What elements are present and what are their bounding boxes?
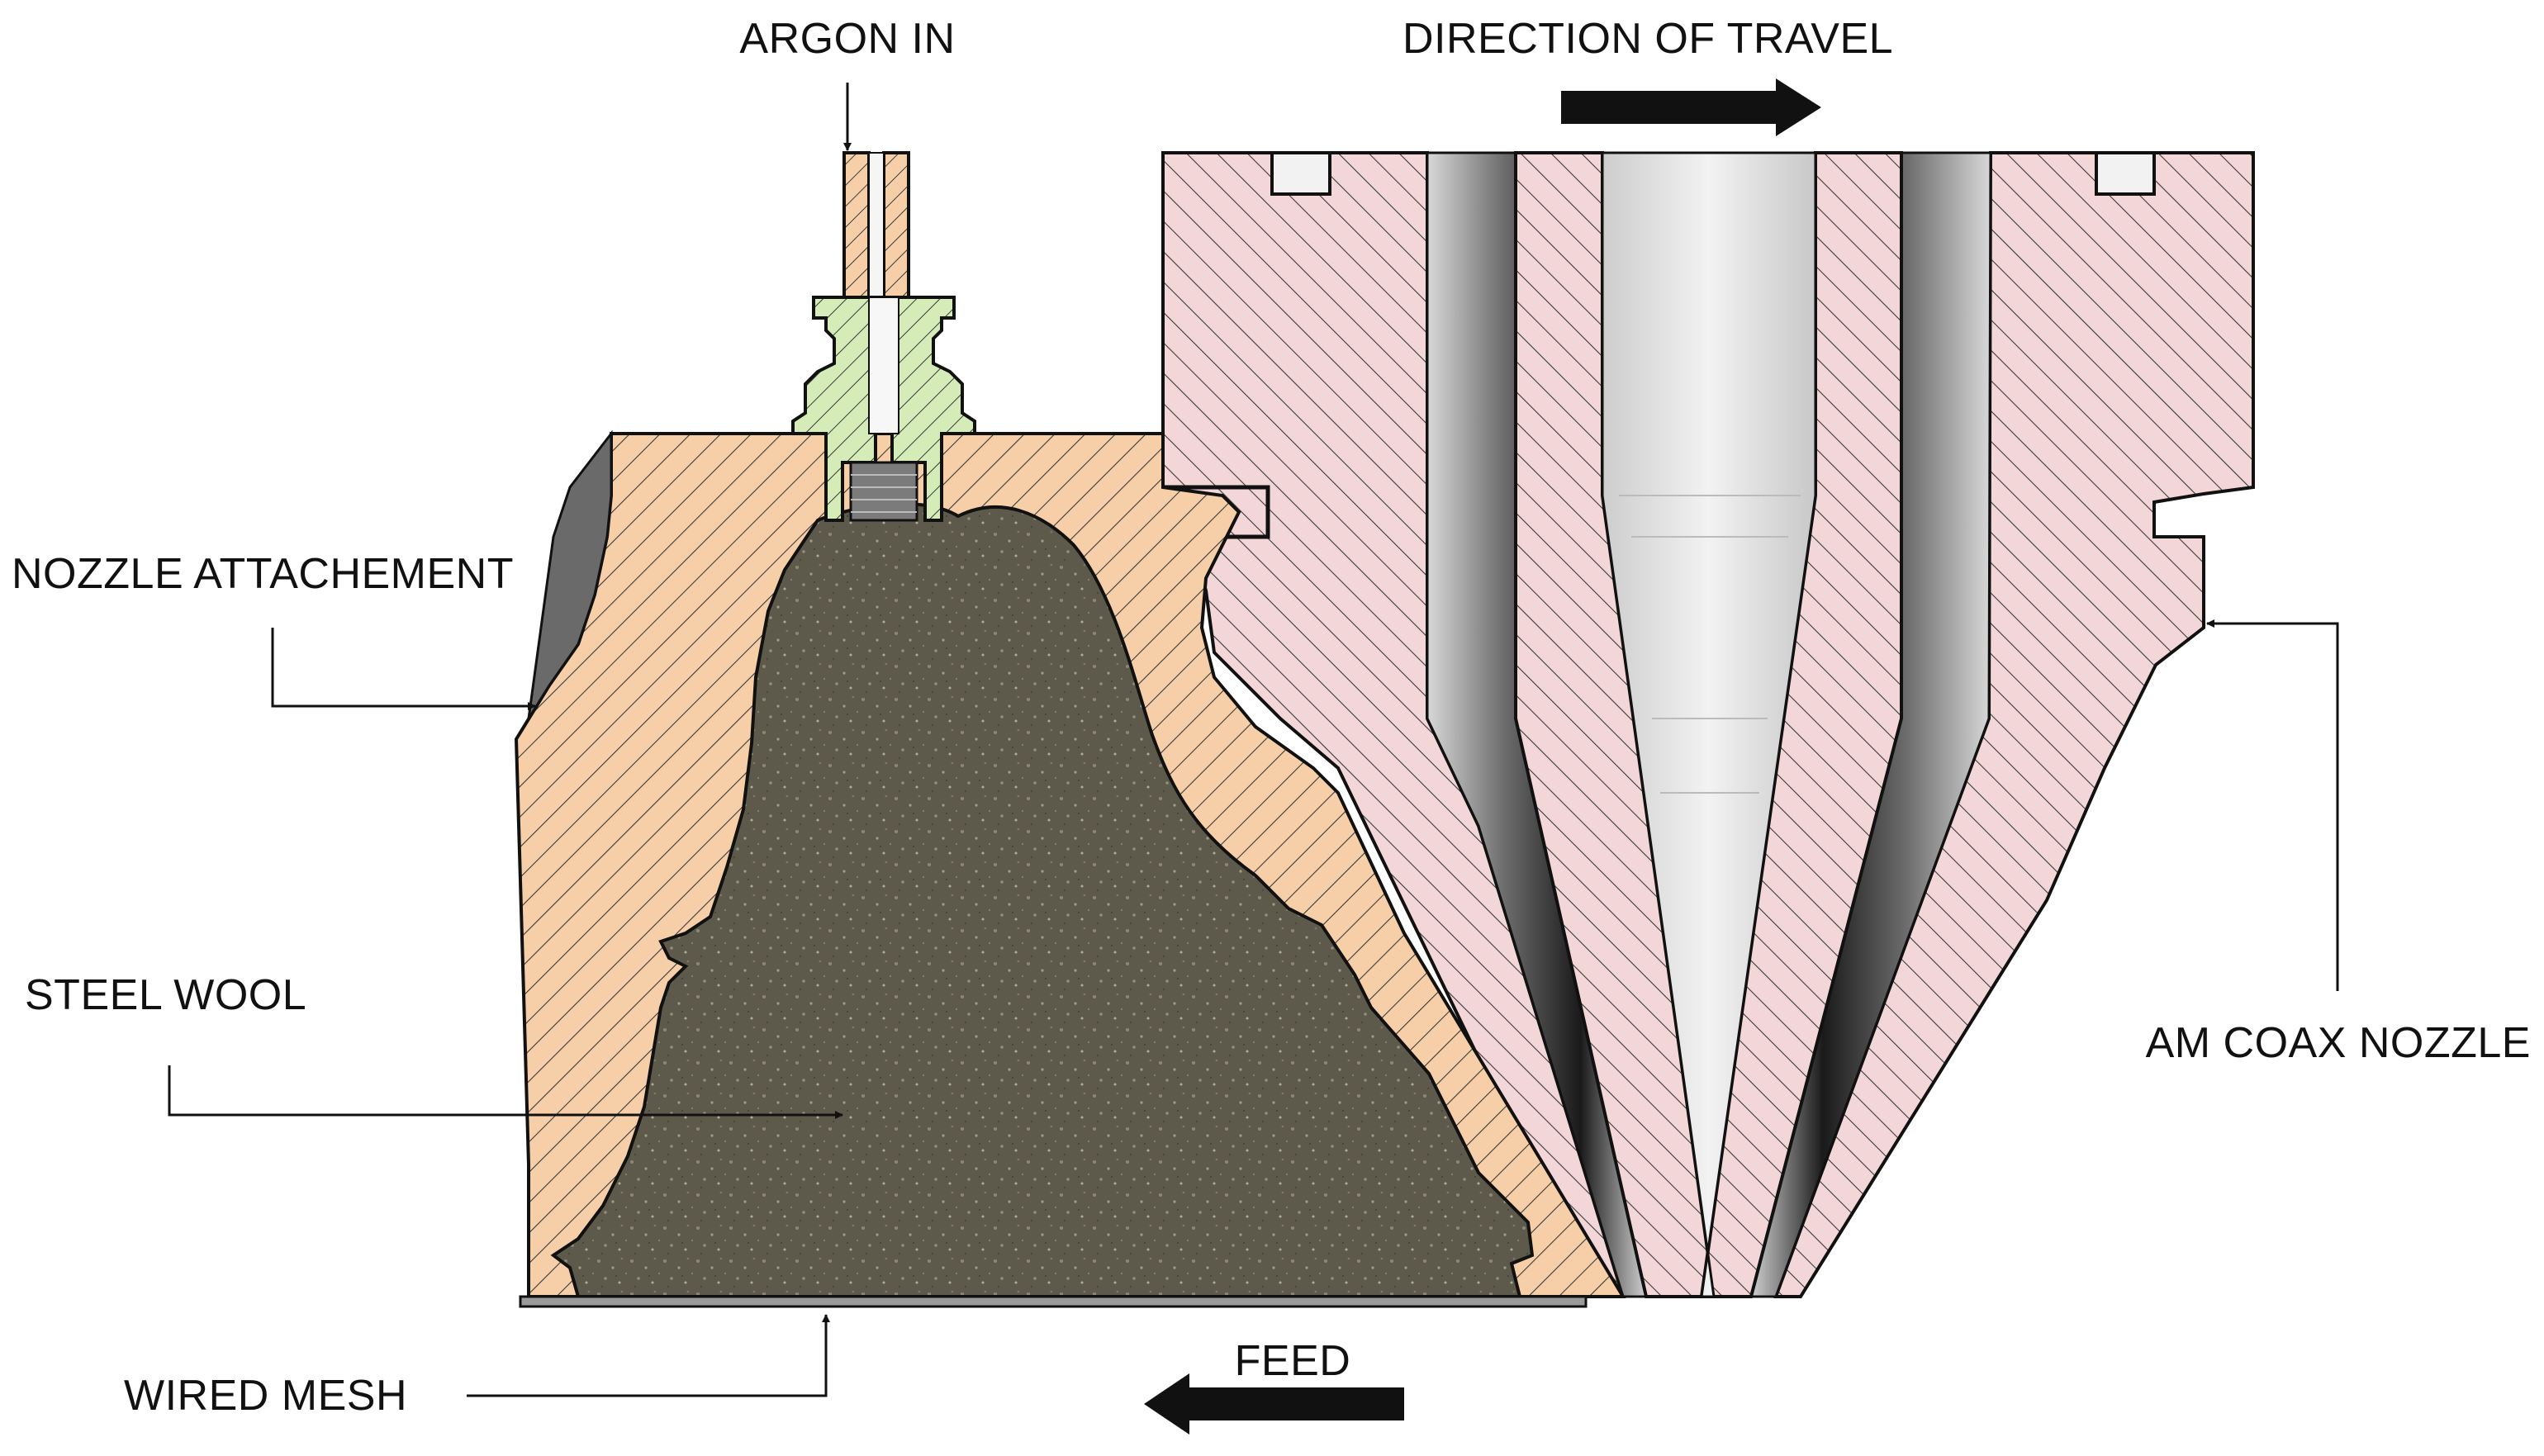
nozzle-attachment — [514, 429, 1626, 1308]
wired-mesh-label: WIRED MESH — [124, 1372, 407, 1420]
coax-oring-groove — [1163, 485, 1270, 539]
nozzle-attachment-label: NOZZLE ATTACHEMENT — [12, 550, 514, 598]
feed-arrow — [1144, 1373, 1404, 1435]
argon-tube-bore — [868, 152, 885, 319]
argon-tube-right-wall — [882, 151, 910, 320]
direction-of-travel-arrow — [1561, 78, 1821, 136]
wired-mesh-strip — [519, 1295, 1588, 1308]
wired-mesh-leader — [467, 1314, 830, 1397]
argon-in-label: ARGON IN — [739, 15, 955, 63]
coax-central-bore — [1601, 151, 1817, 1298]
fitting-bore — [868, 296, 899, 434]
steel-wool-label: STEEL WOOL — [25, 971, 306, 1019]
feed-label: FEED — [1235, 1337, 1351, 1385]
coax-top-hole-right — [2095, 151, 2156, 196]
steel-wool-fill — [550, 502, 1535, 1298]
argon-tube-left-wall — [842, 151, 871, 320]
direction-of-travel-label: DIRECTION OF TRAVEL — [1403, 15, 1893, 63]
steel-wool-leader — [168, 1065, 843, 1119]
coax-top-hole-left — [1270, 151, 1331, 196]
argon-inlet-fitting — [791, 151, 976, 522]
am-coax-nozzle-label: AM COAX NOZZLE — [2146, 1019, 2531, 1067]
am-coax-nozzle-leader — [2206, 619, 2339, 991]
nozzle-attachment-leader — [271, 628, 536, 710]
am-coax-nozzle — [1161, 151, 2255, 1298]
fitting-thread — [849, 461, 918, 522]
leader-lines — [168, 83, 2339, 1397]
coax-nozzle-right-wall — [1773, 151, 2255, 1298]
attachment-left-face — [527, 429, 613, 719]
